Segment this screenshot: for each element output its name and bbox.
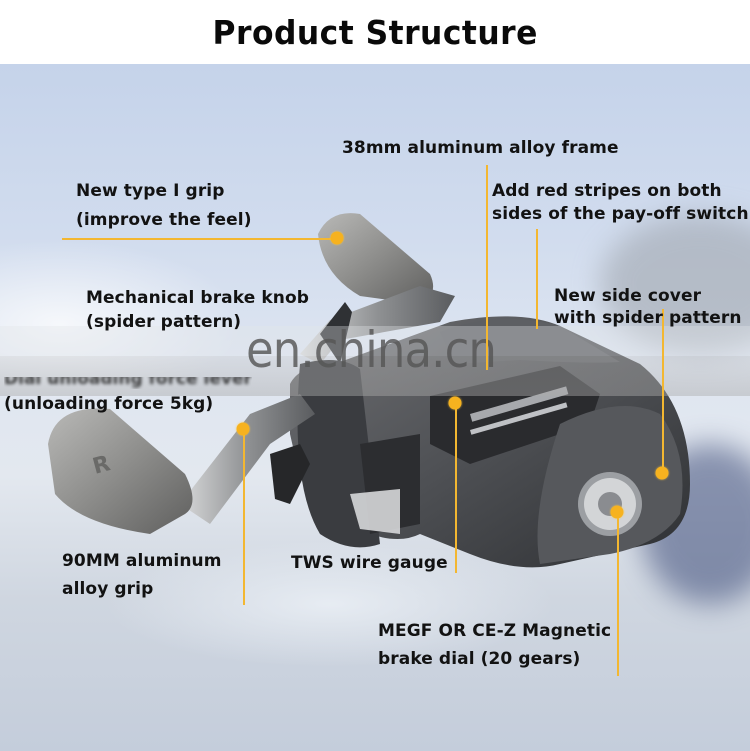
svg-text:R: R	[90, 451, 113, 480]
callout-aluminum-grip-line-1: 90MM aluminum	[62, 551, 222, 571]
dot-side-cover	[655, 466, 669, 480]
callout-side-cover-line-2: with spider pattern	[554, 308, 742, 328]
lower-handle-arm	[180, 394, 315, 524]
background-rod-blur	[600, 214, 750, 354]
leader-aluminum-grip	[243, 429, 245, 605]
callout-brake-knob: Mechanical brake knob (spider pattern)	[86, 286, 309, 334]
callout-red-stripes-line-2: sides of the pay-off switch	[492, 204, 749, 224]
callout-grip-line-2: (improve the feel)	[76, 210, 252, 230]
dot-magnetic-dial	[610, 505, 624, 519]
reel-illustration: R	[48, 213, 690, 568]
release-lever	[270, 444, 310, 504]
callout-magnetic-dial: MEGF OR CE-Z Magnetic brake dial (20 gea…	[378, 617, 611, 673]
watermark-band	[0, 356, 750, 396]
frame-cover	[440, 318, 620, 364]
callout-unloading-lever: (unloading force 5kg)	[4, 392, 213, 416]
callout-unloading-lever-obscured: Dial unloading force lever	[4, 369, 252, 389]
watermark: en.china.cn	[246, 321, 497, 379]
dot-tws	[448, 396, 462, 410]
leader-grip	[62, 238, 338, 240]
callout-grip-line-1: New type I grip	[76, 181, 225, 201]
callout-magnetic-dial-line-2: brake dial (20 gears)	[378, 649, 581, 669]
callout-tws: TWS wire gauge	[291, 551, 448, 575]
watermark-band-top	[0, 326, 750, 356]
page-title: Product Structure	[212, 12, 538, 52]
callout-red-stripes-line-1: Add red stripes on both	[492, 181, 722, 201]
callout-grip: New type I grip (improve the feel)	[76, 177, 252, 235]
callout-brake-knob-line-2: (spider pattern)	[86, 312, 242, 332]
callout-brake-knob-line-1: Mechanical brake knob	[86, 288, 310, 308]
magnetic-brake-dial	[578, 472, 642, 536]
callout-red-stripes: Add red stripes on both sides of the pay…	[492, 180, 749, 226]
callout-tws-line-1: TWS wire gauge	[291, 553, 448, 573]
upper-handle-knob	[318, 213, 434, 304]
leader-side-cover	[662, 309, 664, 473]
callout-magnetic-dial-line-1: MEGF OR CE-Z Magnetic	[378, 621, 612, 641]
callout-unloading-lever-line-2: (unloading force 5kg)	[4, 394, 214, 414]
dot-grip	[330, 231, 344, 245]
callout-side-cover: New side cover with spider pattern	[554, 285, 742, 329]
callout-side-cover-line-1: New side cover	[554, 286, 702, 306]
callout-frame: 38mm aluminum alloy frame	[342, 136, 619, 160]
leader-frame	[486, 165, 488, 370]
handle-arm	[300, 286, 455, 364]
leader-magnetic-dial	[617, 512, 619, 676]
callout-frame-line-1: 38mm aluminum alloy frame	[342, 138, 619, 158]
leader-tws	[455, 403, 457, 573]
leader-red-stripes	[536, 229, 538, 329]
header: Product Structure	[0, 0, 750, 64]
star-drag	[320, 302, 352, 364]
product-image: R en.china.cn 38mm aluminum alloy frame …	[0, 64, 750, 751]
callout-aluminum-grip-line-2: alloy grip	[62, 579, 154, 599]
callout-aluminum-grip: 90MM aluminum alloy grip	[62, 547, 222, 603]
dot-aluminum-grip	[236, 422, 250, 436]
lower-handle-knob: R	[48, 408, 193, 534]
